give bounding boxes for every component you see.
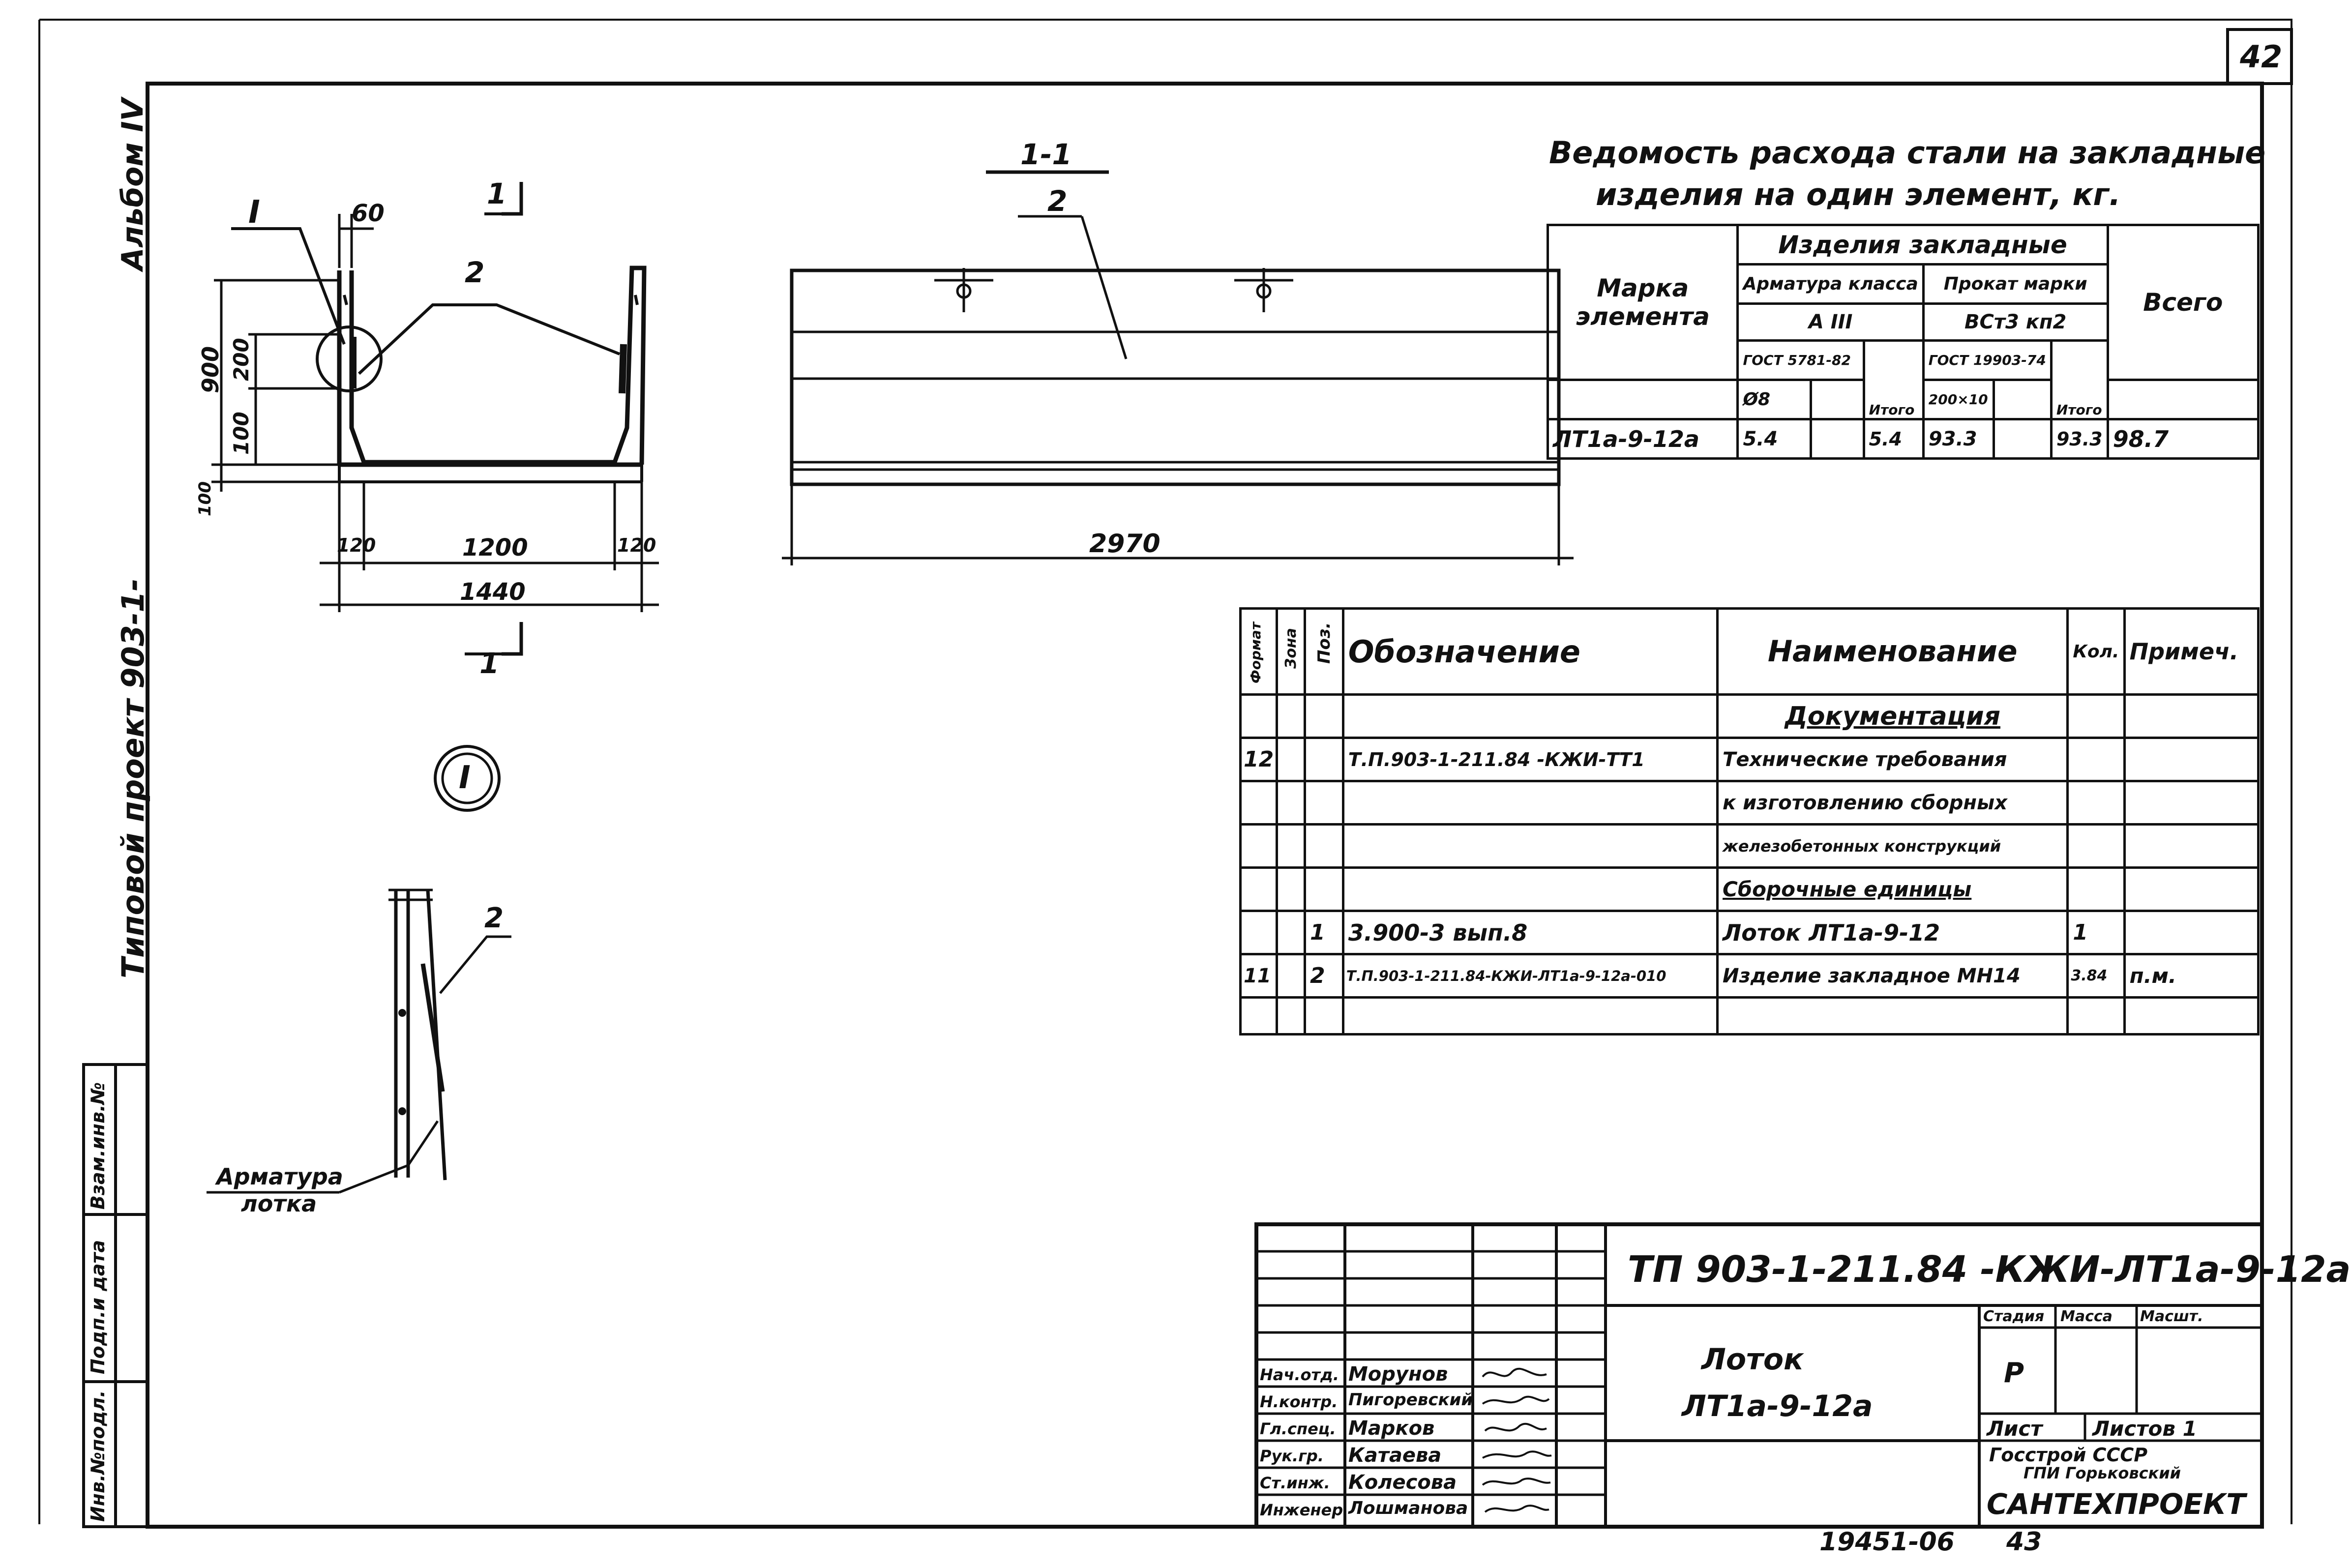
h-qty: Кол.: [2066, 607, 2126, 696]
h-designation: Обозначение: [1341, 607, 1719, 696]
row-size: 93.3: [1922, 418, 1995, 460]
drawing-name-2: ЛТ1а-9-12а: [1682, 1389, 1873, 1423]
spec-row: железобетонных конструкций: [1239, 823, 2260, 869]
h-name: Наименование: [1716, 607, 2069, 696]
staff-role: Инженер: [1260, 1501, 1343, 1519]
h-a3: А III: [1736, 302, 1925, 342]
h-itogo1: Итого: [1862, 339, 1925, 420]
h-mark: Марка элемента: [1546, 224, 1739, 381]
h-pos: Поз.: [1304, 607, 1344, 696]
sheet-number: 42: [2240, 39, 2283, 75]
cut-mark-top: 1: [487, 177, 507, 210]
staff-role: Н.контр.: [1260, 1392, 1338, 1411]
steel-table-title-2: изделия на один элемент, кг.: [1596, 177, 2121, 212]
staff-name: Морунов: [1348, 1363, 1448, 1386]
sheet-header: Лист: [1987, 1417, 2043, 1441]
row-total: 98.7: [2106, 418, 2260, 460]
row-itogo2: 93.3: [2050, 418, 2109, 460]
mass-header: Масса: [2060, 1308, 2113, 1325]
dim-1440: 1440: [460, 578, 526, 606]
pos-2-label: 2: [465, 256, 485, 289]
sheets-header: Листов 1: [2092, 1417, 2197, 1441]
spec-row: к изготовлению сборных: [1239, 780, 2260, 826]
staff-name: Катаева: [1348, 1444, 1442, 1467]
row-itogo1: 5.4: [1862, 418, 1925, 460]
h-total: Всего: [2106, 224, 2260, 381]
cut-mark-bottom: 1: [479, 647, 500, 680]
org-3: САНТЕХПРОЕКТ: [1987, 1487, 2246, 1521]
signatures: [1482, 1367, 1552, 1513]
spec-table: Формат Зона Поз. Обозначение Наименовани…: [1239, 607, 2260, 1035]
row-mark: ЛТ1а-9-12а: [1546, 418, 1739, 460]
scale-header: Масшт.: [2140, 1308, 2203, 1325]
dim-120b: 120: [617, 534, 656, 556]
h-rebar-class: Арматура класса: [1736, 263, 1925, 305]
steel-table-title-1: Ведомость расхода стали на закладные: [1549, 135, 2266, 171]
drawing-code: ТП 903-1-211.84 -КЖИ-ЛТ1а-9-12а: [1628, 1248, 2351, 1291]
armature-label-1: Арматура: [216, 1163, 343, 1190]
sheet-number-box: [2226, 28, 2293, 85]
spec-row: 1 3.900-3 вып.8 Лоток ЛТ1а-9-12 1: [1239, 910, 2260, 955]
detail-I: [207, 745, 511, 1194]
dim-2970: 2970: [1089, 529, 1161, 559]
h-products: Изделия закладные: [1736, 224, 2109, 266]
h-format: Формат: [1239, 607, 1279, 696]
org-2: ГПИ Горьковский: [2024, 1464, 2181, 1482]
staff-role: Гл.спец.: [1260, 1420, 1336, 1438]
h-rolled: Прокат марки: [1922, 263, 2109, 305]
dim-60: 60: [352, 200, 385, 227]
h-zone: Зона: [1276, 607, 1307, 696]
spec-row: [1239, 996, 2260, 1035]
h-itogo2: Итого: [2050, 339, 2109, 420]
bottom-stamp: 19451-06: [1819, 1527, 1955, 1557]
staff-role: Рук.гр.: [1260, 1447, 1324, 1465]
staff-name: Лошманова: [1348, 1498, 1468, 1518]
h-size: 200×10: [1922, 379, 1995, 420]
h-d8: Ø8: [1736, 379, 1813, 420]
armature-label-2: лотка: [241, 1190, 317, 1217]
staff-role: Ст.инж.: [1260, 1474, 1330, 1492]
callout-I-label: I: [248, 194, 260, 231]
staff-name: Марков: [1348, 1417, 1435, 1440]
staff-name: Колесова: [1348, 1471, 1457, 1494]
org-1: Госстрой СССР: [1989, 1444, 2148, 1466]
staff-role: Нач.отд.: [1260, 1365, 1339, 1384]
stage-header: Стадия: [1983, 1308, 2045, 1325]
h-vst: ВСт3 кп2: [1922, 302, 2109, 342]
steel-table: Марка элемента Изделия закладные Всего А…: [1546, 224, 2260, 460]
bottom-page: 43: [2006, 1527, 2042, 1557]
drawing-name-1: Лоток: [1701, 1342, 1804, 1377]
section-pos-2: 2: [1047, 184, 1068, 218]
staff-name: Пигоревский: [1348, 1390, 1473, 1410]
main-frame: [146, 82, 2264, 1529]
section-title: 1-1: [1020, 138, 1072, 171]
row-d8: 5.4: [1736, 418, 1813, 460]
spec-row: Документация: [1239, 693, 2260, 739]
detail-I-label: I: [459, 760, 471, 796]
dim-120a: 120: [337, 534, 376, 556]
tray-cross-section: [211, 182, 659, 656]
spec-row: Сборочные единицы: [1239, 866, 2260, 912]
stage-value: Р: [2004, 1357, 2024, 1389]
dim-1200: 1200: [462, 534, 528, 562]
h-note: Примеч.: [2123, 607, 2260, 696]
h-gost2: ГОСТ 19903-74: [1922, 339, 2053, 381]
spec-row: 12 Т.П.903-1-211.84 -КЖИ-ТТ1 Технические…: [1239, 737, 2260, 782]
h-gost1: ГОСТ 5781-82: [1736, 339, 1865, 381]
detail-pos-2: 2: [484, 902, 504, 934]
